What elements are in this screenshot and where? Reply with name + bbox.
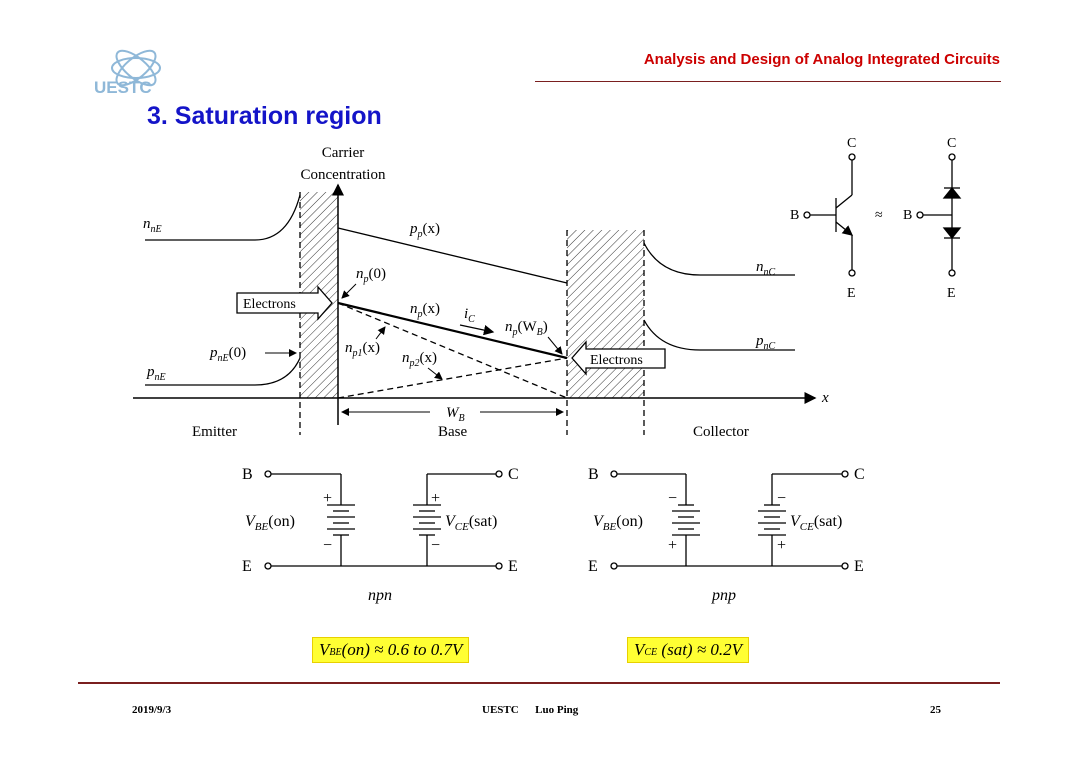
nnE-label: nnE: [143, 216, 162, 235]
np0-label: np(0): [356, 266, 386, 285]
svg-text:+: +: [668, 537, 677, 554]
npn-e-left-label: E: [242, 558, 252, 575]
wb-label: WB: [446, 405, 465, 424]
collector-label: Collector: [693, 424, 749, 440]
footer-rule: [78, 682, 1000, 684]
np1-dashed-line: [337, 302, 568, 399]
npn-saturation-circuit: B + − VBE(on) C + − VCE(sat) E E npn: [242, 466, 519, 604]
vbe-on-formula: VBE(on) ≈ 0.6 to 0.7V: [312, 637, 470, 663]
svg-text:−: −: [668, 490, 677, 507]
x-axis-label: x: [821, 390, 829, 406]
y-axis-label-line2: Concentration: [301, 167, 386, 183]
pnp-e-right-label: E: [854, 558, 864, 575]
approx-symbol: ≈: [875, 208, 883, 223]
npn-caption: npn: [368, 587, 392, 604]
y-axis-label-line1: Carrier: [322, 145, 364, 161]
pnp-vbe-label: VBE(on): [593, 513, 643, 533]
np-line: [337, 301, 568, 360]
pnp-saturation-circuit: B − + VBE(on) C − + VCE(sat) E E pnp: [588, 466, 865, 604]
pnp-caption: pnp: [711, 587, 736, 604]
header-rule: [535, 81, 1001, 82]
pnp-vce-label: VCE(sat): [790, 513, 842, 533]
npn-b-label: B: [242, 466, 253, 483]
pnE-curve: [145, 357, 301, 386]
nnC-curve: [643, 242, 795, 276]
np0-arrow: [341, 283, 357, 299]
nnC-label: nnC: [756, 259, 776, 278]
svg-text:+: +: [777, 537, 786, 554]
npWB-label: np(WB): [505, 319, 548, 338]
npn-vbe-label: VBE(on): [245, 513, 295, 533]
nnE-curve: [145, 194, 301, 241]
logo-text: UESTC: [94, 78, 152, 97]
np1x-arrow: [375, 326, 386, 340]
electrons-left-arrow: Electrons: [236, 285, 333, 321]
bjt-b-label: B: [790, 208, 799, 223]
collector-depletion-region: [567, 230, 644, 398]
diode-c-label: C: [947, 136, 956, 151]
npn-vce-label: VCE(sat): [445, 513, 497, 533]
slide-title: 3. Saturation region: [147, 102, 382, 130]
pnC-curve: [643, 319, 795, 351]
np1x-label: np1(x): [345, 340, 380, 359]
base-label: Base: [438, 424, 468, 440]
bjt-e-label: E: [847, 286, 856, 301]
pnp-e-left-label: E: [588, 558, 598, 575]
svg-text:−: −: [431, 537, 440, 554]
electrons-right-arrow: Electrons: [571, 340, 666, 376]
np2-dashed-line: [337, 357, 568, 399]
svg-text:−: −: [323, 537, 332, 554]
emitter-label: Emitter: [192, 424, 237, 440]
vce-sat-formula: VCE (sat) ≈ 0.2V: [627, 637, 750, 663]
course-title: Analysis and Design of Analog Integrated…: [643, 51, 1000, 68]
pnE0-label: pnE(0): [209, 345, 246, 364]
np2x-arrow: [427, 367, 443, 380]
pp-line: [337, 227, 568, 284]
npWB-arrow: [547, 336, 563, 355]
ic-arrow: [459, 324, 495, 336]
ppx-label: pp(x): [409, 221, 440, 240]
pnp-b-label: B: [588, 466, 599, 483]
svg-text:Electrons: Electrons: [243, 297, 296, 312]
pnE-label: pnE: [146, 364, 166, 383]
diode-e-label: E: [947, 286, 956, 301]
np2x-label: np2(x): [402, 350, 437, 369]
footer-page-number: 25: [930, 704, 941, 716]
footer-date: 2019/9/3: [132, 704, 172, 716]
transistor-symbol-group: C E B ≈ C E B: [790, 136, 962, 301]
svg-text:+: +: [431, 490, 440, 507]
svg-text:−: −: [777, 490, 786, 507]
pnC-label: pnC: [755, 333, 776, 352]
svg-text:Electrons: Electrons: [590, 353, 643, 368]
uestc-logo: UESTC: [94, 49, 161, 97]
npx-label: np(x): [410, 301, 440, 320]
ic-label: iC: [464, 306, 475, 325]
carrier-concentration-diagram: x Carrier Concentration WB Emitter Base …: [133, 145, 829, 440]
svg-text:+: +: [323, 490, 332, 507]
pnp-c-label: C: [854, 466, 865, 483]
footer-author: UESTC Luo Ping: [482, 704, 579, 716]
npn-e-right-label: E: [508, 558, 518, 575]
bjt-c-label: C: [847, 136, 856, 151]
npn-c-label: C: [508, 466, 519, 483]
diode-b-label: B: [903, 208, 912, 223]
